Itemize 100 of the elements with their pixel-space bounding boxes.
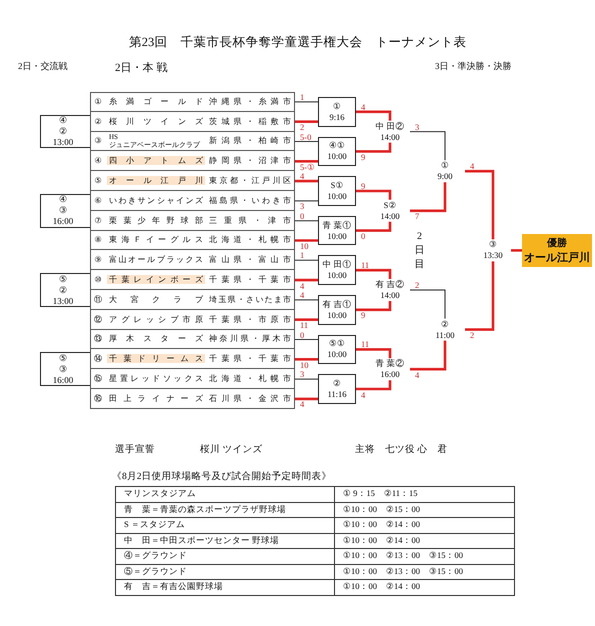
bracket-line xyxy=(410,131,446,161)
table-cell: ①10：00 ②13：00 ③15：00 xyxy=(334,548,514,564)
score-label: 4 xyxy=(300,282,304,290)
bracket-line xyxy=(295,398,318,400)
team-location: 石川県・金沢市 xyxy=(209,392,291,404)
score-label: 4 xyxy=(361,102,366,111)
table-row xyxy=(90,250,295,270)
table-row xyxy=(90,210,295,231)
bracket-line xyxy=(294,299,318,300)
team-location: 富山県・富山市 xyxy=(209,254,291,266)
venue-label: 有 吉① xyxy=(322,298,352,310)
row-number: ⑬ xyxy=(93,333,103,344)
score-label: 2 xyxy=(470,331,474,340)
score-label: 0 xyxy=(361,232,366,240)
team-location: 千葉県・市原市 xyxy=(209,314,291,325)
match-number: ② xyxy=(58,126,68,138)
start-time: 14:00 xyxy=(380,210,400,222)
score-label: 11 xyxy=(361,261,370,270)
table-cell: ①10：00 ②14：00 xyxy=(334,533,514,548)
bracket-line xyxy=(295,180,318,182)
venue-label: ① xyxy=(333,100,341,112)
match-number: ② xyxy=(58,284,68,296)
start-time: 13:00 xyxy=(52,296,74,306)
match-box xyxy=(318,216,356,246)
score-label: 9 xyxy=(361,182,366,190)
score-label: 11 xyxy=(361,340,370,348)
bracket-line xyxy=(356,222,392,232)
winner-box xyxy=(522,234,592,267)
table-row xyxy=(90,112,295,132)
team-location: 新潟県・柏崎市 xyxy=(209,135,291,146)
team-name: オール江戸川 xyxy=(107,176,205,186)
bracket-line xyxy=(294,141,318,142)
venue-label: 中 田② xyxy=(375,120,405,132)
table-row xyxy=(90,92,295,112)
score-label: 4 xyxy=(361,390,366,398)
team-location: 北海道・札幌市 xyxy=(209,234,291,246)
team-name: 東海Ｆイーグルス xyxy=(108,235,204,244)
bracket-line xyxy=(294,101,318,102)
table-row xyxy=(90,330,295,350)
match-box xyxy=(40,352,90,386)
venue-label: ② xyxy=(441,318,449,330)
start-time: 10:00 xyxy=(327,270,347,282)
score-label: 2 xyxy=(415,281,420,289)
bracket-line xyxy=(356,142,392,153)
row-number: ⑦ xyxy=(94,216,102,225)
score-label: 7 xyxy=(415,212,420,220)
team-name: 田上ライナーズ xyxy=(108,394,204,403)
score-label: 4 xyxy=(415,370,420,379)
start-time: 16:00 xyxy=(52,374,74,386)
match-box xyxy=(318,136,356,166)
bracket-line xyxy=(410,340,446,370)
table-cell: 中 田＝中田スポーツセンター 野球場 xyxy=(116,533,334,548)
match-box xyxy=(318,374,356,404)
table-row xyxy=(90,369,295,389)
start-time: 10:00 xyxy=(327,190,347,202)
table-cell: ④＝グラウンド xyxy=(116,548,334,564)
venue-label: S② xyxy=(384,200,396,211)
bracket-line xyxy=(295,278,318,282)
team-name: 大宮クラブ xyxy=(108,294,204,304)
start-time: 13:30 xyxy=(483,250,503,262)
table-cell: S ＝スタジアム xyxy=(116,518,334,533)
match-box xyxy=(40,194,90,228)
bracket-line xyxy=(294,220,318,222)
winner-heading: 優勝 xyxy=(547,236,567,250)
table-row xyxy=(90,230,295,250)
bracket-line xyxy=(356,190,392,200)
venue-label: S① xyxy=(330,180,344,191)
team-name: 四小アトムズ xyxy=(107,156,205,166)
venue-label: ④ xyxy=(58,194,68,206)
row-number: ⑯ xyxy=(93,392,103,404)
team-name: 富山オールブラックス xyxy=(108,255,204,264)
table-row xyxy=(90,191,295,211)
row-number: ③ xyxy=(94,136,102,146)
score-label: 3 xyxy=(300,202,304,210)
start-time: 10:00 xyxy=(327,151,347,162)
score-label: 3 xyxy=(415,122,420,131)
row-number: ⑮ xyxy=(93,373,103,384)
title: 第23回 千葉市長杯争奪学童選手権大会 トーナメント表 xyxy=(128,34,468,51)
score-label: 0 xyxy=(300,212,304,220)
venue-label: ② xyxy=(333,378,341,389)
team-location: 千葉県・千葉市 xyxy=(209,274,291,286)
venue-label: ④ xyxy=(58,115,68,126)
team-location: 三重県・津市 xyxy=(209,214,291,226)
table-cell: ① 9：15 ②11：15 xyxy=(334,486,514,502)
table-cell: 青 葉＝青葉の森スポーツプラザ野球場 xyxy=(116,502,334,518)
match-box xyxy=(318,96,356,127)
bracket-line xyxy=(511,249,522,252)
venue-label: 有 吉② xyxy=(375,279,405,290)
table-cell: 有 吉＝有吉公園野球場 xyxy=(116,580,334,595)
day-label: 2日目 xyxy=(414,230,425,272)
match-number: ③ xyxy=(58,364,68,375)
bracket-line xyxy=(295,239,318,242)
start-time: 9:16 xyxy=(329,112,345,123)
table-row xyxy=(90,290,295,310)
score-label: 10 xyxy=(300,242,308,250)
bracket-line xyxy=(356,268,392,279)
row-number: ② xyxy=(94,116,102,126)
match-number: ③ xyxy=(58,205,68,216)
bracket-line xyxy=(294,378,318,380)
score-label: 1 xyxy=(300,251,304,260)
